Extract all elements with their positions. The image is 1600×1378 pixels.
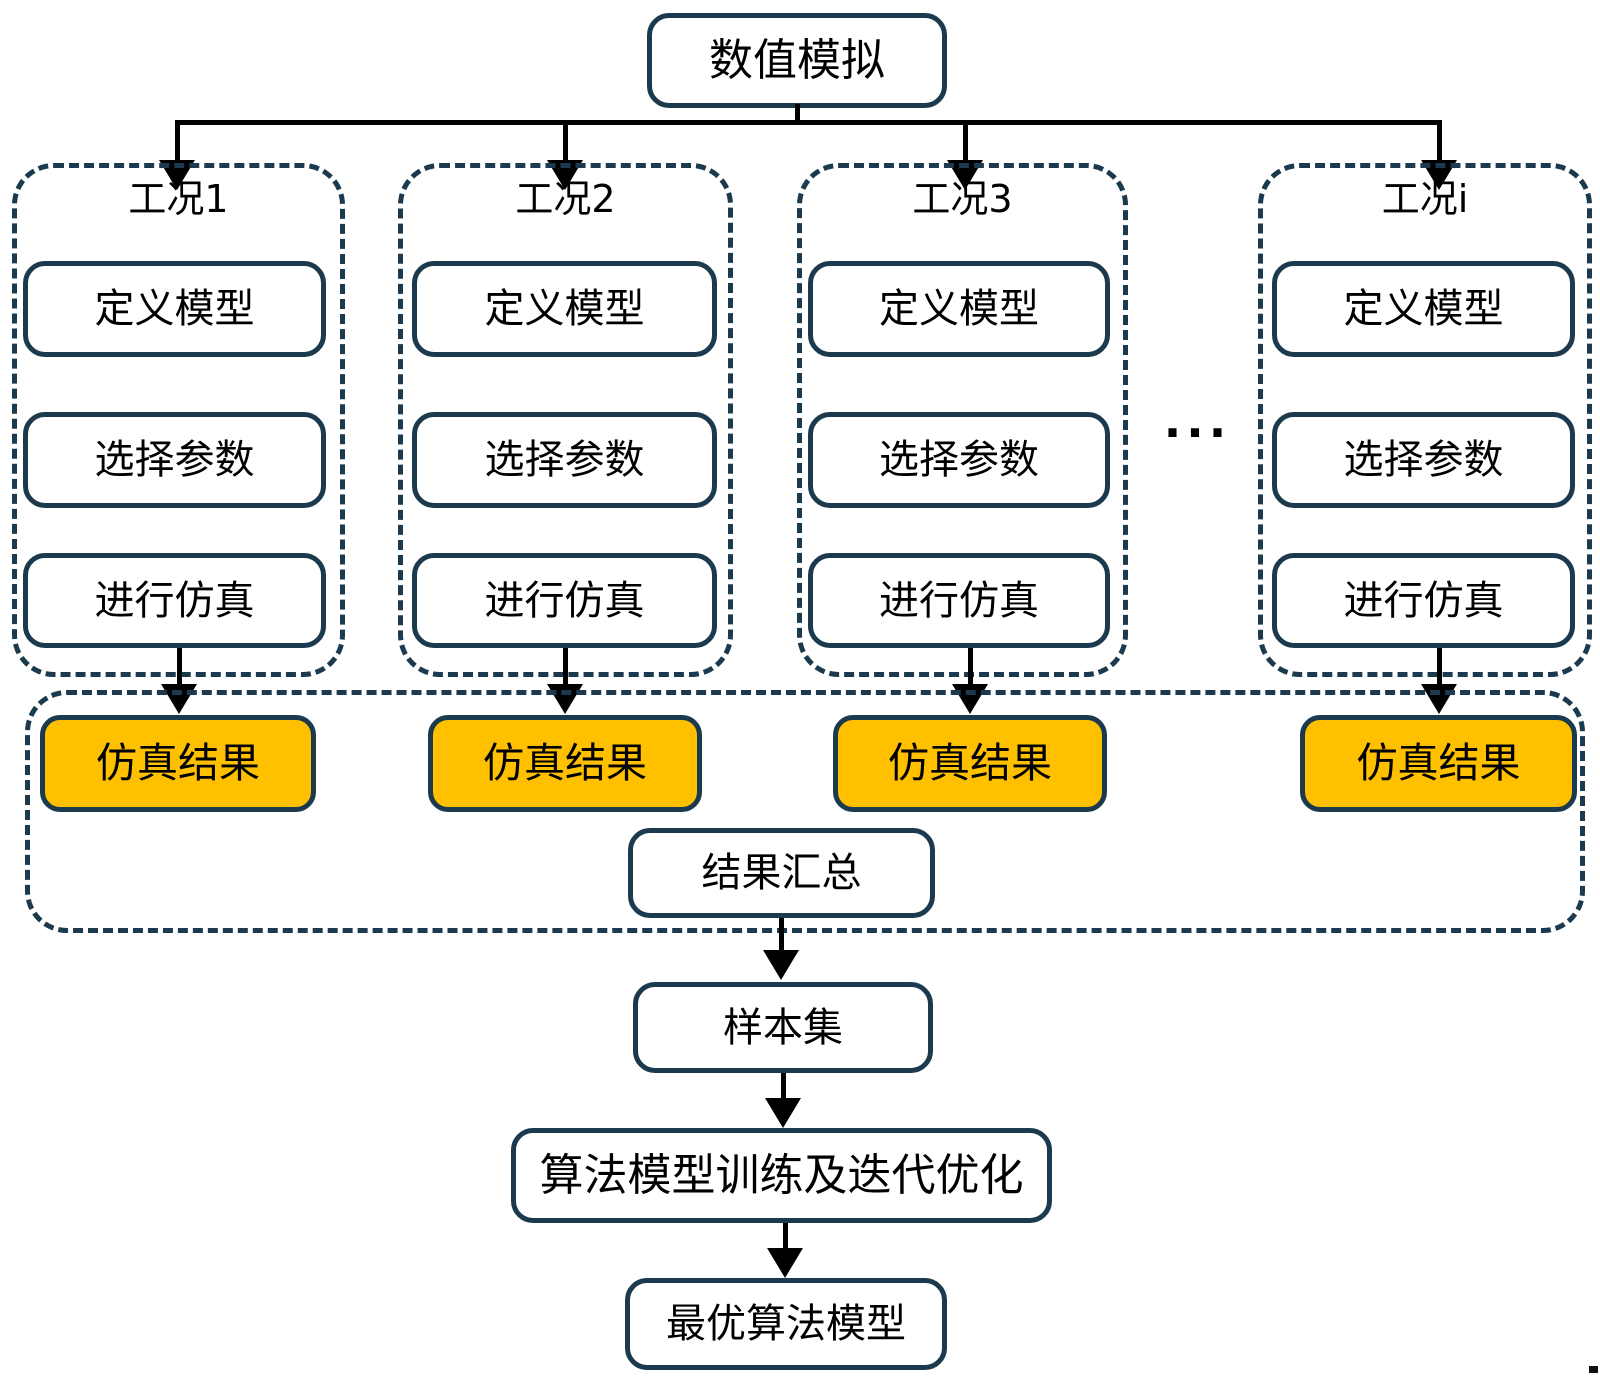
arrow-to-result-1	[177, 648, 182, 684]
step-select-params-1: 选择参数	[23, 412, 326, 508]
simulation-result-node-i: 仿真结果	[1300, 715, 1577, 812]
step-run-simulation-i: 进行仿真	[1272, 553, 1575, 648]
arrow-to-result-i	[1437, 648, 1442, 684]
connector-root-stem	[795, 104, 800, 124]
step-run-simulation-2: 进行仿真	[412, 553, 717, 648]
column-3-header: 工况3	[912, 177, 1013, 221]
step-run-simulation-3: 进行仿真	[808, 553, 1110, 648]
arrow-to-column-1	[175, 122, 180, 162]
condition-column-i	[1258, 163, 1592, 677]
step-run-simulation-1: 进行仿真	[23, 553, 326, 648]
arrow-to-column-3	[963, 122, 968, 162]
connector-branch-line	[175, 120, 1442, 125]
training-node: 算法模型训练及迭代优化	[511, 1128, 1052, 1223]
arrowhead-result-2	[547, 684, 583, 714]
arrowhead-result-i	[1421, 684, 1457, 714]
arrow-training-to-optimal	[783, 1223, 788, 1248]
sample-set-node: 样本集	[633, 982, 933, 1073]
step-define-model-3: 定义模型	[808, 261, 1110, 357]
arrow-to-column-2	[563, 122, 568, 162]
arrowhead-optimal	[767, 1248, 803, 1278]
arrow-to-result-3	[968, 648, 973, 684]
arrow-sample-to-training	[781, 1073, 786, 1098]
corner-mark	[1589, 1366, 1598, 1373]
simulation-result-node-3: 仿真结果	[833, 715, 1107, 812]
step-select-params-3: 选择参数	[808, 412, 1110, 508]
arrowhead-result-3	[952, 684, 988, 714]
arrowhead-training	[765, 1098, 801, 1128]
results-container	[25, 690, 1585, 933]
simulation-result-node-2: 仿真结果	[428, 715, 702, 812]
step-select-params-i: 选择参数	[1272, 412, 1575, 508]
column-i-header: 工况i	[1381, 177, 1469, 221]
root-node: 数值模拟	[647, 13, 947, 108]
column-1-header: 工况1	[128, 177, 229, 221]
ellipsis-more-columns: ...	[1163, 394, 1232, 448]
optimal-model-node: 最优算法模型	[625, 1278, 947, 1370]
condition-column-3	[797, 163, 1128, 677]
arrow-to-result-2	[563, 648, 568, 684]
arrowhead-result-1	[161, 684, 197, 714]
arrowhead-sample-set	[763, 950, 799, 980]
column-2-header: 工况2	[515, 177, 616, 221]
simulation-result-node-1: 仿真结果	[40, 715, 316, 812]
step-define-model-1: 定义模型	[23, 261, 326, 357]
step-define-model-i: 定义模型	[1272, 261, 1575, 357]
results-summary-node: 结果汇总	[628, 828, 935, 918]
step-select-params-2: 选择参数	[412, 412, 717, 508]
arrow-to-column-i	[1437, 122, 1442, 162]
step-define-model-2: 定义模型	[412, 261, 717, 357]
arrow-summary-to-sample	[779, 918, 784, 950]
